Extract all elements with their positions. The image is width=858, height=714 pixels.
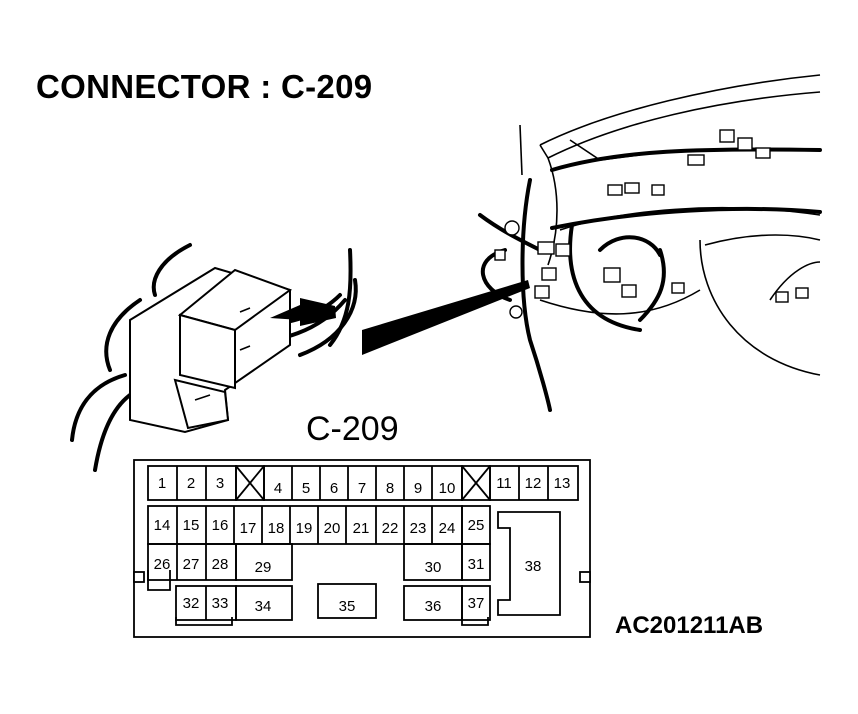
pin-24: 24 [439, 520, 456, 537]
pin-20: 20 [324, 520, 341, 537]
pin-16: 16 [212, 517, 229, 534]
pin-34: 34 [255, 598, 272, 615]
pin-6: 6 [330, 480, 338, 497]
connector-illustration [70, 243, 358, 472]
pin-38: 38 [525, 558, 542, 575]
pin-8: 8 [386, 480, 394, 497]
pin-10: 10 [439, 480, 456, 497]
pin-1: 1 [158, 475, 166, 492]
pin-26: 26 [154, 556, 171, 573]
connector-label: C-209 [306, 410, 399, 448]
pin-29: 29 [255, 559, 272, 576]
pin-3: 3 [216, 475, 224, 492]
pin-36: 36 [425, 598, 442, 615]
pin-21: 21 [353, 520, 370, 537]
pin-30: 30 [425, 559, 442, 576]
page-title: CONNECTOR : C-209 [36, 68, 373, 105]
pin-31: 31 [468, 556, 485, 573]
pin-23: 23 [410, 520, 427, 537]
pin-19: 19 [296, 520, 313, 537]
diagram-code: AC201211AB [615, 612, 764, 639]
pin-5: 5 [302, 480, 310, 497]
pin-labels: 1 2 3 4 5 6 7 8 9 10 11 12 13 14 15 16 1… [154, 475, 571, 615]
pin-33: 33 [212, 595, 229, 612]
pin-9: 9 [414, 480, 422, 497]
pin-22: 22 [382, 520, 399, 537]
connector-housing [133, 459, 591, 638]
pin-17: 17 [240, 520, 257, 537]
pin-13: 13 [554, 475, 571, 492]
pin-32: 32 [183, 595, 200, 612]
pin-28: 28 [212, 556, 229, 573]
wiring-harness [478, 147, 822, 412]
callout-pointer [362, 280, 530, 355]
pin-37: 37 [468, 595, 485, 612]
pin-2: 2 [187, 475, 195, 492]
pin-18: 18 [268, 520, 285, 537]
pin-27: 27 [183, 556, 200, 573]
harness-connectors [494, 129, 809, 319]
pin-14: 14 [154, 517, 171, 534]
pin-25: 25 [468, 517, 485, 534]
pin-11: 11 [496, 475, 512, 492]
pin-12: 12 [525, 475, 542, 492]
pin-15: 15 [183, 517, 200, 534]
pin-4: 4 [274, 480, 282, 497]
connector-pinout [133, 459, 591, 638]
pin-35: 35 [339, 598, 356, 615]
pin-7: 7 [358, 480, 366, 497]
